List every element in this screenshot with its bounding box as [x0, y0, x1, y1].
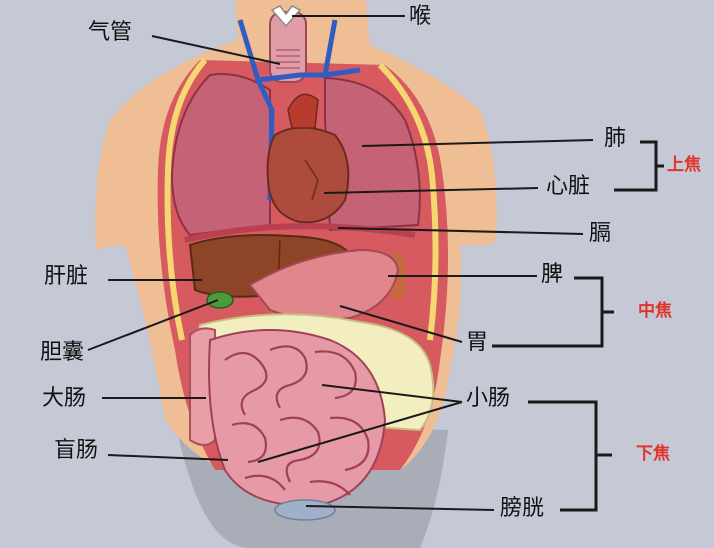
aorta — [287, 93, 319, 129]
group-upper-jiao: 上焦 — [667, 155, 701, 175]
label-heart: 心脏 — [546, 174, 591, 199]
bracket-middle — [492, 276, 604, 348]
label-stomach: 胃 — [466, 330, 489, 355]
gallbladder-shape — [206, 291, 234, 309]
group-middle-jiao: 中焦 — [638, 301, 672, 321]
leader-lines — [87, 15, 594, 511]
cavity-yellow-rim — [164, 58, 208, 341]
label-bladder: 膀胱 — [500, 496, 545, 521]
diaphragm-band — [184, 223, 416, 243]
bladder-shape — [274, 499, 336, 521]
group-brackets — [492, 140, 664, 512]
label-gallbladder: 胆囊 — [40, 340, 85, 365]
bracket-lower — [528, 400, 598, 512]
label-diaphragm: 膈 — [589, 221, 612, 246]
heart-shape — [266, 126, 350, 224]
group-lower-jiao: 下焦 — [636, 444, 670, 464]
label-lung: 肺 — [604, 126, 627, 151]
label-trachea: 气管 — [88, 20, 133, 45]
label-spleen: 脾 — [541, 262, 564, 287]
label-cecum: 盲肠 — [54, 438, 99, 463]
label-small-intestine: 小肠 — [466, 386, 511, 411]
label-liver: 肝脏 — [44, 264, 89, 289]
left-lung — [170, 73, 271, 237]
label-larynx: 喉 — [409, 4, 432, 29]
larynx-shape — [270, 5, 302, 28]
label-large-intestine: 大肠 — [42, 386, 87, 411]
